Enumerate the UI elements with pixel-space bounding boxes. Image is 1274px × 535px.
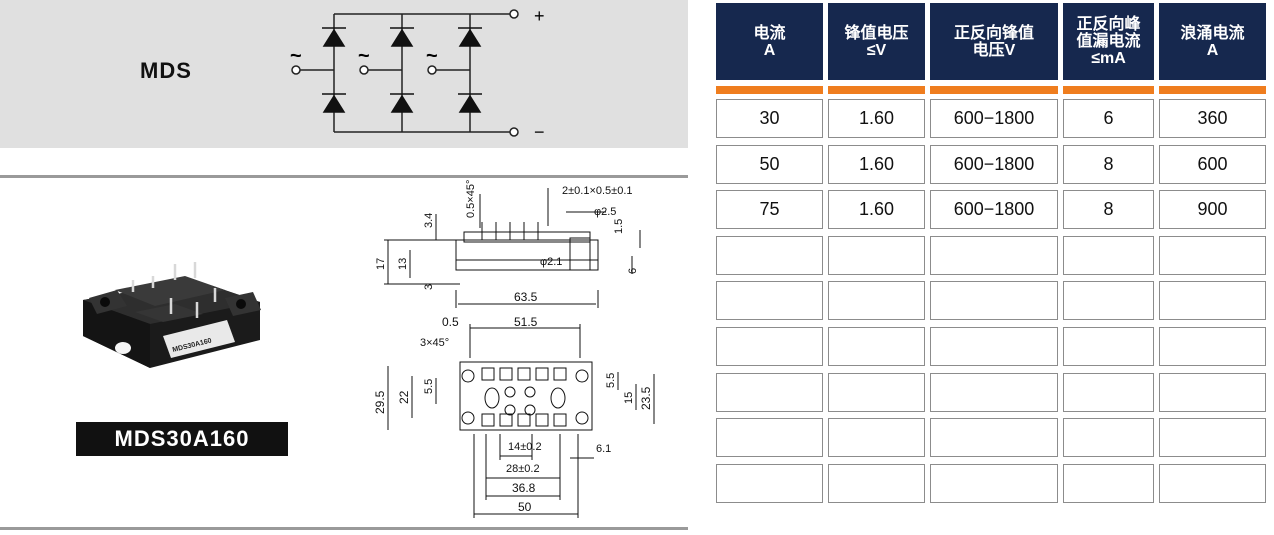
header-accent xyxy=(930,86,1058,94)
table-cell xyxy=(930,418,1058,457)
dim-3-4: 3.4 xyxy=(423,213,435,228)
table-cell: 6 xyxy=(1063,99,1154,138)
schematic-panel xyxy=(0,0,688,148)
table-cell xyxy=(1063,418,1154,457)
table-cell: 1.60 xyxy=(828,99,925,138)
table-cell xyxy=(828,281,925,320)
table-cell xyxy=(716,464,823,503)
dim-3x45: 3×45° xyxy=(420,337,449,349)
plus-terminal-label: + xyxy=(534,6,545,26)
dim-17: 17 xyxy=(375,258,387,270)
table-cell xyxy=(828,236,925,275)
table-cell xyxy=(930,327,1058,366)
table-cell: 75 xyxy=(716,190,823,229)
dim-5-5-left: 5.5 xyxy=(423,379,435,394)
table-cell: 8 xyxy=(1063,145,1154,184)
dim-36-8: 36.8 xyxy=(512,481,536,495)
table-cell xyxy=(1063,236,1154,275)
header-peak-voltage: 锋值电压≤V xyxy=(828,3,925,80)
table-cell xyxy=(1159,418,1266,457)
table-cell xyxy=(1063,281,1154,320)
dim-6-1: 6.1 xyxy=(596,443,611,455)
module-photo: MDS30A160 xyxy=(83,262,261,368)
dim-22: 22 xyxy=(397,390,411,404)
table-cell: 1.60 xyxy=(828,190,925,229)
dim-1-5: 1.5 xyxy=(613,219,625,234)
minus-terminal-label: − xyxy=(534,122,545,142)
table-cell xyxy=(1063,373,1154,412)
table-cell xyxy=(716,281,823,320)
ac-symbol-3: ~ xyxy=(426,45,438,67)
dim-51-5: 51.5 xyxy=(514,315,538,329)
table-cell: 30 xyxy=(716,99,823,138)
table-cell: 600−1800 xyxy=(930,190,1058,229)
header-repetitive-peak-voltage: 正反向锋值电压V xyxy=(930,3,1058,80)
dim-phi-2-5: φ2.5 xyxy=(594,206,616,218)
table-cell xyxy=(930,281,1058,320)
dim-29-5: 29.5 xyxy=(373,390,387,414)
dim-6: 6 xyxy=(627,268,639,274)
table-cell xyxy=(828,373,925,412)
dim-chamfer: 0.5×45° xyxy=(465,180,477,218)
table-cell xyxy=(1063,464,1154,503)
table-cell: 600−1800 xyxy=(930,145,1058,184)
table-cell: 600 xyxy=(1159,145,1266,184)
table-cell xyxy=(930,373,1058,412)
section-divider xyxy=(0,175,688,178)
dim-5-5-right: 5.5 xyxy=(605,373,617,388)
dim-phi-2-1: φ2.1 xyxy=(540,256,562,268)
section-divider-bottom xyxy=(0,527,688,530)
table-cell xyxy=(716,373,823,412)
table-cell xyxy=(828,464,925,503)
table-cell xyxy=(1159,281,1266,320)
header-accent xyxy=(1159,86,1266,94)
bridge-rectifier-schematic: ~ ~ ~ + − xyxy=(290,6,545,142)
table-cell xyxy=(1159,373,1266,412)
table-cell xyxy=(930,464,1058,503)
table-cell: 900 xyxy=(1159,190,1266,229)
table-cell: 360 xyxy=(1159,99,1266,138)
table-cell: 50 xyxy=(716,145,823,184)
dim-14: 14±0.2 xyxy=(508,441,542,453)
dim-0-5: 0.5 xyxy=(442,315,459,329)
table-cell xyxy=(828,327,925,366)
part-number-label: MDS30A160 xyxy=(76,422,288,456)
ac-symbol-2: ~ xyxy=(358,45,370,67)
dim-50: 50 xyxy=(518,500,532,514)
table-cell xyxy=(1159,327,1266,366)
dim-3: 3 xyxy=(423,284,435,290)
header-accent xyxy=(1063,86,1154,94)
table-cell xyxy=(716,327,823,366)
dimension-drawing: 2±0.1×0.5±0.1 0.5×45° 3.4 φ2.5 1.5 φ2.1 … xyxy=(373,180,655,518)
dim-28: 28±0.2 xyxy=(506,463,540,475)
table-cell: 1.60 xyxy=(828,145,925,184)
table-cell xyxy=(1159,236,1266,275)
header-leakage-current: 正反向峰值漏电流≤mA xyxy=(1063,3,1154,80)
dim-13: 13 xyxy=(397,258,409,270)
dim-23-5: 23.5 xyxy=(639,386,653,410)
dim-15: 15 xyxy=(623,392,635,404)
table-cell: 600−1800 xyxy=(930,99,1058,138)
dim-63-5: 63.5 xyxy=(514,290,538,304)
table-cell xyxy=(716,236,823,275)
model-series-label: MDS xyxy=(140,58,192,83)
table-cell xyxy=(716,418,823,457)
table-cell: 8 xyxy=(1063,190,1154,229)
header-accent xyxy=(828,86,925,94)
header-accent xyxy=(716,86,823,94)
table-cell xyxy=(828,418,925,457)
ac-symbol-1: ~ xyxy=(290,45,302,67)
table-cell xyxy=(1159,464,1266,503)
dim-pin-size: 2±0.1×0.5±0.1 xyxy=(562,185,633,197)
table-cell xyxy=(1063,327,1154,366)
table-cell xyxy=(930,236,1058,275)
